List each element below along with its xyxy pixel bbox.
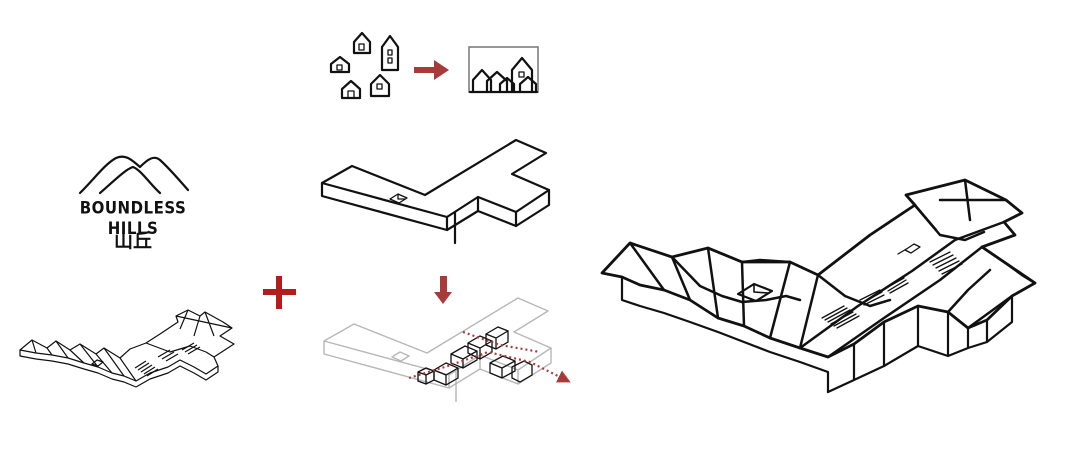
arrow-down-icon <box>434 276 452 304</box>
ghost-block-diagram <box>323 297 571 402</box>
large-roof-diagram <box>600 178 1037 394</box>
framed-village-icon <box>468 46 539 94</box>
brand-name: BOUNDLESS HILLS <box>79 197 187 239</box>
plus-sign-icon <box>263 276 296 309</box>
scattered-houses-icon <box>329 31 400 100</box>
arrow-right-icon <box>414 60 449 80</box>
solid-block-diagram <box>320 138 551 245</box>
mountain-logo-icon <box>78 155 190 195</box>
small-roof-diagram <box>19 309 235 388</box>
brand-chinese-name: 山丘 <box>113 230 152 252</box>
